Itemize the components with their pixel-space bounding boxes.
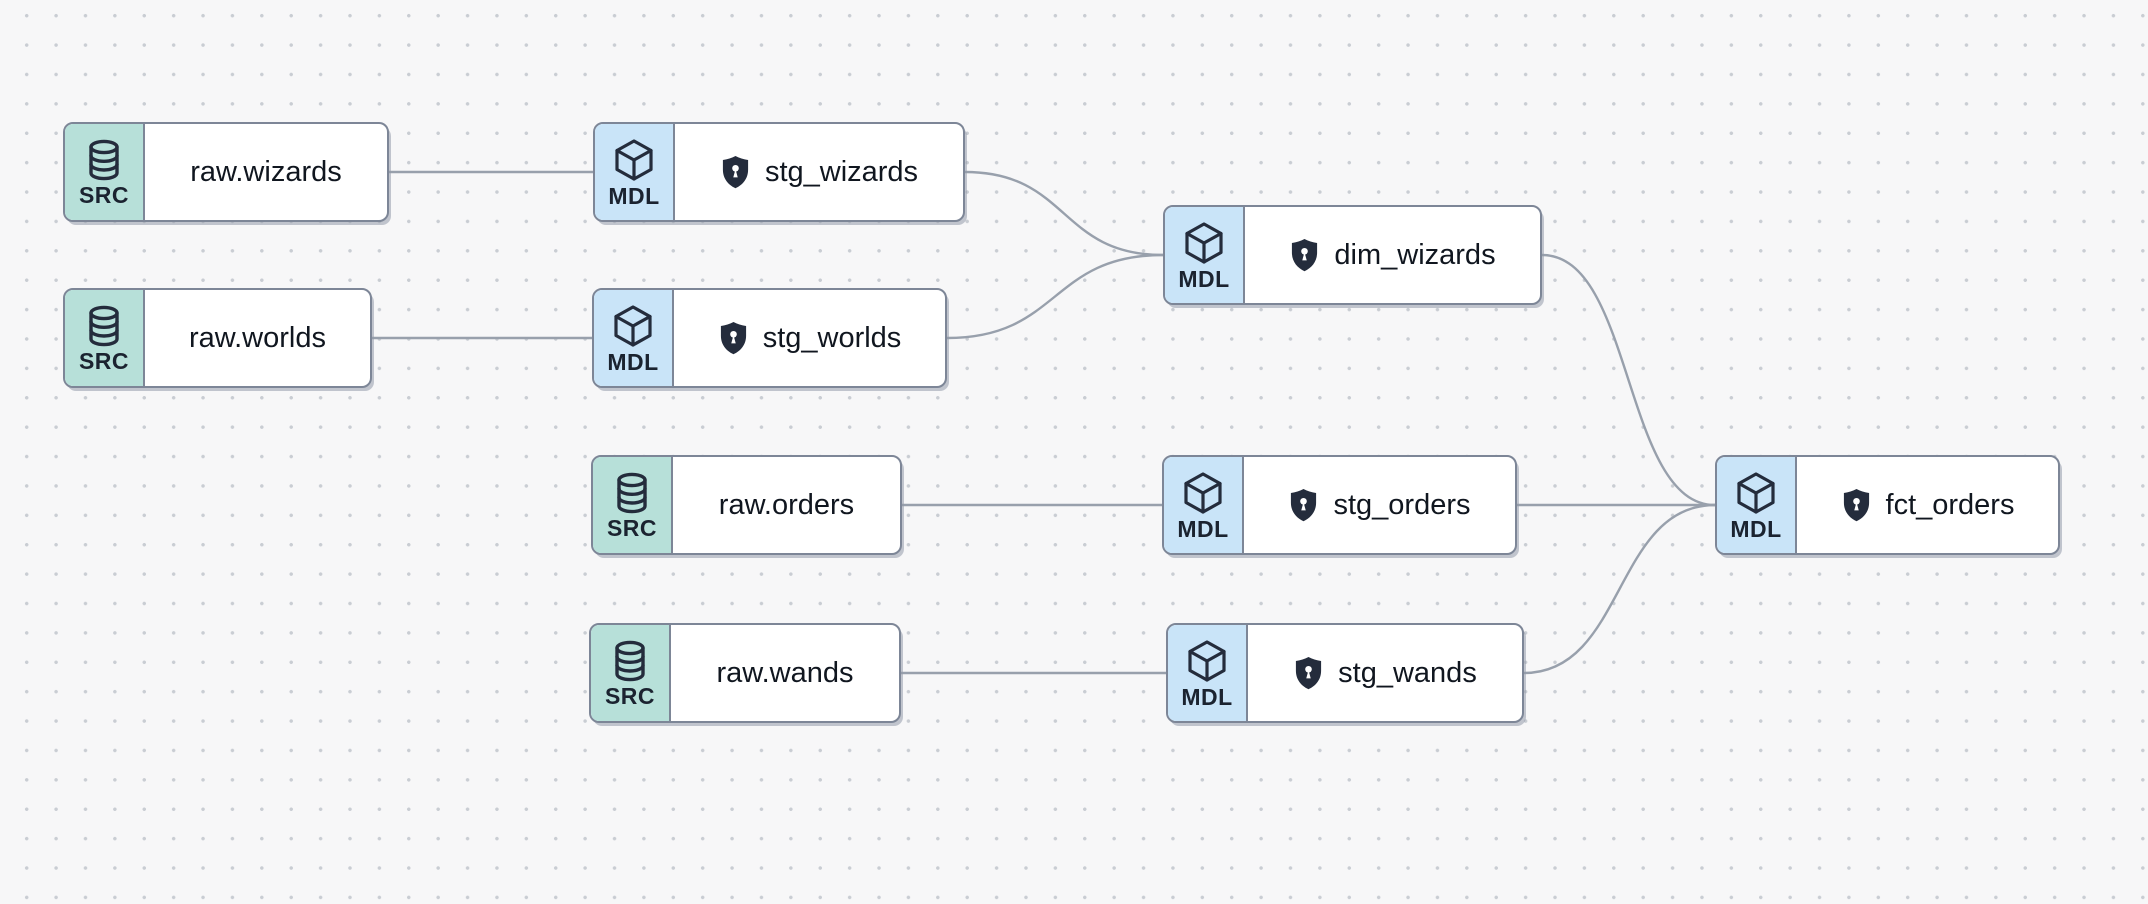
node-label: raw.wizards (190, 155, 342, 188)
node-type-badge: MDL (1168, 625, 1248, 721)
node-type-label: MDL (1177, 515, 1229, 542)
node-label: dim_wizards (1334, 238, 1496, 271)
node-type-label: MDL (608, 182, 660, 209)
shield-lock-icon (720, 321, 746, 354)
lineage-node-raw_wands[interactable]: SRC raw.wands (589, 623, 901, 723)
node-type-label: MDL (1730, 515, 1782, 542)
cube-icon (1737, 471, 1775, 514)
lineage-edge-stg_wands-to-fct_orders (1522, 503, 1717, 675)
database-icon (89, 139, 119, 180)
node-label: fct_orders (1885, 488, 2015, 521)
lineage-node-raw_worlds[interactable]: SRC raw.worlds (63, 288, 372, 388)
shield-lock-icon (1843, 488, 1869, 521)
lineage-node-raw_wizards[interactable]: SRC raw.wizards (63, 122, 389, 222)
cube-icon (1185, 221, 1223, 264)
lineage-node-raw_orders[interactable]: SRC raw.orders (591, 455, 902, 555)
lineage-node-stg_wizards[interactable]: MDL stg_wizards (593, 122, 965, 222)
node-type-badge: MDL (1717, 457, 1797, 553)
node-type-badge: MDL (595, 124, 675, 220)
node-type-badge: SRC (591, 625, 671, 721)
cube-icon (615, 138, 653, 181)
node-label: raw.worlds (189, 321, 326, 354)
lineage-node-dim_wizards[interactable]: MDL dim_wizards (1163, 205, 1542, 305)
node-body: stg_wands (1248, 625, 1522, 721)
node-type-label: SRC (78, 347, 130, 374)
node-type-badge: MDL (1165, 207, 1245, 303)
node-label: stg_wizards (764, 155, 919, 188)
lineage-edge-stg_worlds-to-dim_wizards (945, 253, 1165, 340)
node-label: stg_orders (1333, 488, 1471, 521)
database-icon (615, 640, 645, 681)
node-type-label: SRC (604, 682, 656, 709)
node-body: stg_worlds (674, 290, 945, 386)
node-body: stg_wizards (675, 124, 963, 220)
node-type-badge: SRC (65, 290, 145, 386)
lineage-node-stg_wands[interactable]: MDL stg_wands (1166, 623, 1524, 723)
node-type-badge: SRC (593, 457, 673, 553)
lineage-node-stg_worlds[interactable]: MDL stg_worlds (592, 288, 947, 388)
node-type-label: SRC (606, 514, 658, 541)
node-type-badge: MDL (1164, 457, 1244, 553)
node-type-label: MDL (1178, 265, 1230, 292)
lineage-edge-dim_wizards-to-fct_orders (1540, 253, 1717, 507)
node-label: raw.orders (718, 488, 855, 521)
node-body: stg_orders (1244, 457, 1515, 553)
node-body: raw.orders (673, 457, 900, 553)
node-type-badge: MDL (594, 290, 674, 386)
cube-icon (1188, 639, 1226, 682)
node-type-label: SRC (78, 181, 130, 208)
node-label: stg_wands (1338, 656, 1477, 689)
node-body: raw.wands (671, 625, 899, 721)
database-icon (89, 305, 119, 346)
shield-lock-icon (1296, 656, 1322, 689)
node-type-badge: SRC (65, 124, 145, 220)
node-type-label: MDL (607, 348, 659, 375)
node-type-label: MDL (1181, 683, 1233, 710)
shield-lock-icon (1291, 488, 1317, 521)
cube-icon (1184, 471, 1222, 514)
lineage-node-fct_orders[interactable]: MDL fct_orders (1715, 455, 2060, 555)
node-body: raw.worlds (145, 290, 370, 386)
lineage-node-stg_orders[interactable]: MDL stg_orders (1162, 455, 1517, 555)
node-body: raw.wizards (145, 124, 387, 220)
node-body: fct_orders (1797, 457, 2058, 553)
database-icon (617, 472, 647, 513)
lineage-edge-stg_wizards-to-dim_wizards (963, 170, 1165, 257)
shield-lock-icon (722, 155, 749, 188)
shield-lock-icon (1292, 238, 1318, 271)
node-body: dim_wizards (1245, 207, 1540, 303)
cube-icon (614, 304, 652, 347)
node-label: raw.wands (716, 656, 854, 689)
node-label: stg_worlds (762, 321, 902, 354)
